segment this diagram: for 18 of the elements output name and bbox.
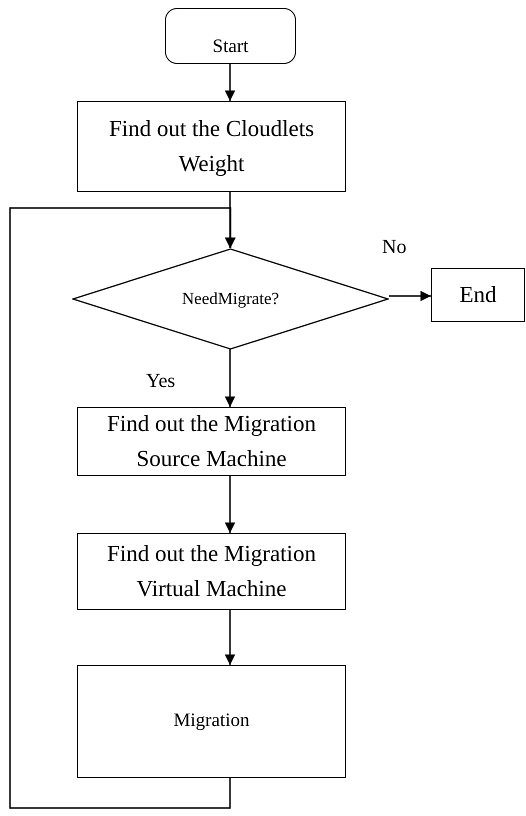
node-text: Migration bbox=[174, 709, 250, 734]
process-box bbox=[431, 268, 525, 322]
node-text: End bbox=[459, 280, 497, 309]
node-text: Find out the Migration Virtual Machine bbox=[106, 540, 317, 602]
node-text: NeedMigrate? bbox=[182, 288, 280, 310]
process-box bbox=[77, 533, 346, 610]
process-box bbox=[77, 407, 346, 476]
arrow bbox=[224, 610, 236, 665]
arrow bbox=[224, 64, 236, 101]
node-text: Find out the Cloudlets Weight bbox=[108, 115, 316, 178]
process-box bbox=[77, 665, 346, 778]
node-text: Find out the Migration Source Machine bbox=[106, 410, 317, 472]
node-text: Start bbox=[212, 34, 248, 58]
arrow bbox=[9, 207, 236, 809]
terminal-box bbox=[165, 8, 296, 64]
process-box bbox=[77, 101, 346, 192]
arrow bbox=[389, 290, 431, 302]
arrow bbox=[224, 476, 236, 533]
